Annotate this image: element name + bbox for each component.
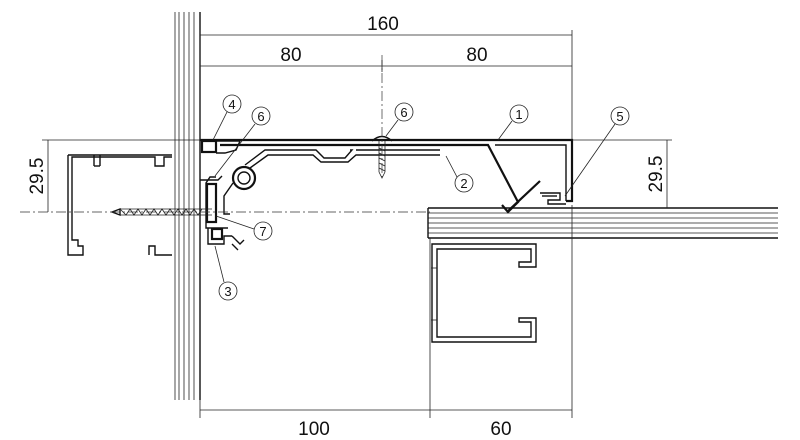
hinge-bracket: [200, 165, 257, 251]
callout-4: 4: [212, 94, 242, 141]
dim-left-height: 29.5: [27, 158, 48, 195]
callout-1: 1: [497, 104, 529, 141]
callout-6-left: 6: [214, 106, 271, 177]
inner-profile: [244, 149, 440, 169]
callout-5: 5: [564, 106, 630, 197]
callout-3: 3: [214, 245, 238, 301]
roof-panel: [427, 207, 778, 239]
dimension-lines: [42, 30, 672, 418]
callout-2-label: 2: [460, 176, 467, 191]
wall-panel: [174, 12, 201, 400]
callout-6-right: 6: [385, 102, 414, 137]
dim-right-height: 29.5: [646, 156, 667, 193]
flashing-main: [200, 138, 574, 214]
dim-bottom-left: 100: [298, 419, 330, 440]
callout-7: 7: [215, 215, 273, 241]
dim-overall-width: 160: [367, 14, 399, 35]
callout-7-label: 7: [259, 224, 266, 239]
center-lines: [20, 55, 430, 213]
callout-6-left-label: 6: [257, 109, 264, 124]
sealant-clip: [540, 192, 566, 205]
callout-3-label: 3: [224, 284, 231, 299]
lower-steel-channel: [431, 243, 537, 343]
top-seal: [200, 139, 242, 154]
callout-1-label: 1: [515, 107, 522, 122]
callout-5-label: 5: [616, 109, 623, 124]
dim-bottom-right: 60: [490, 419, 511, 440]
horizontal-screw: [110, 207, 212, 217]
dim-right-half: 80: [466, 45, 487, 66]
dim-left-half: 80: [280, 45, 301, 66]
callout-4-label: 4: [228, 97, 235, 112]
callout-6-right-label: 6: [400, 105, 407, 120]
left-steel-channel: [67, 154, 172, 256]
callout-2: 2: [445, 155, 474, 193]
